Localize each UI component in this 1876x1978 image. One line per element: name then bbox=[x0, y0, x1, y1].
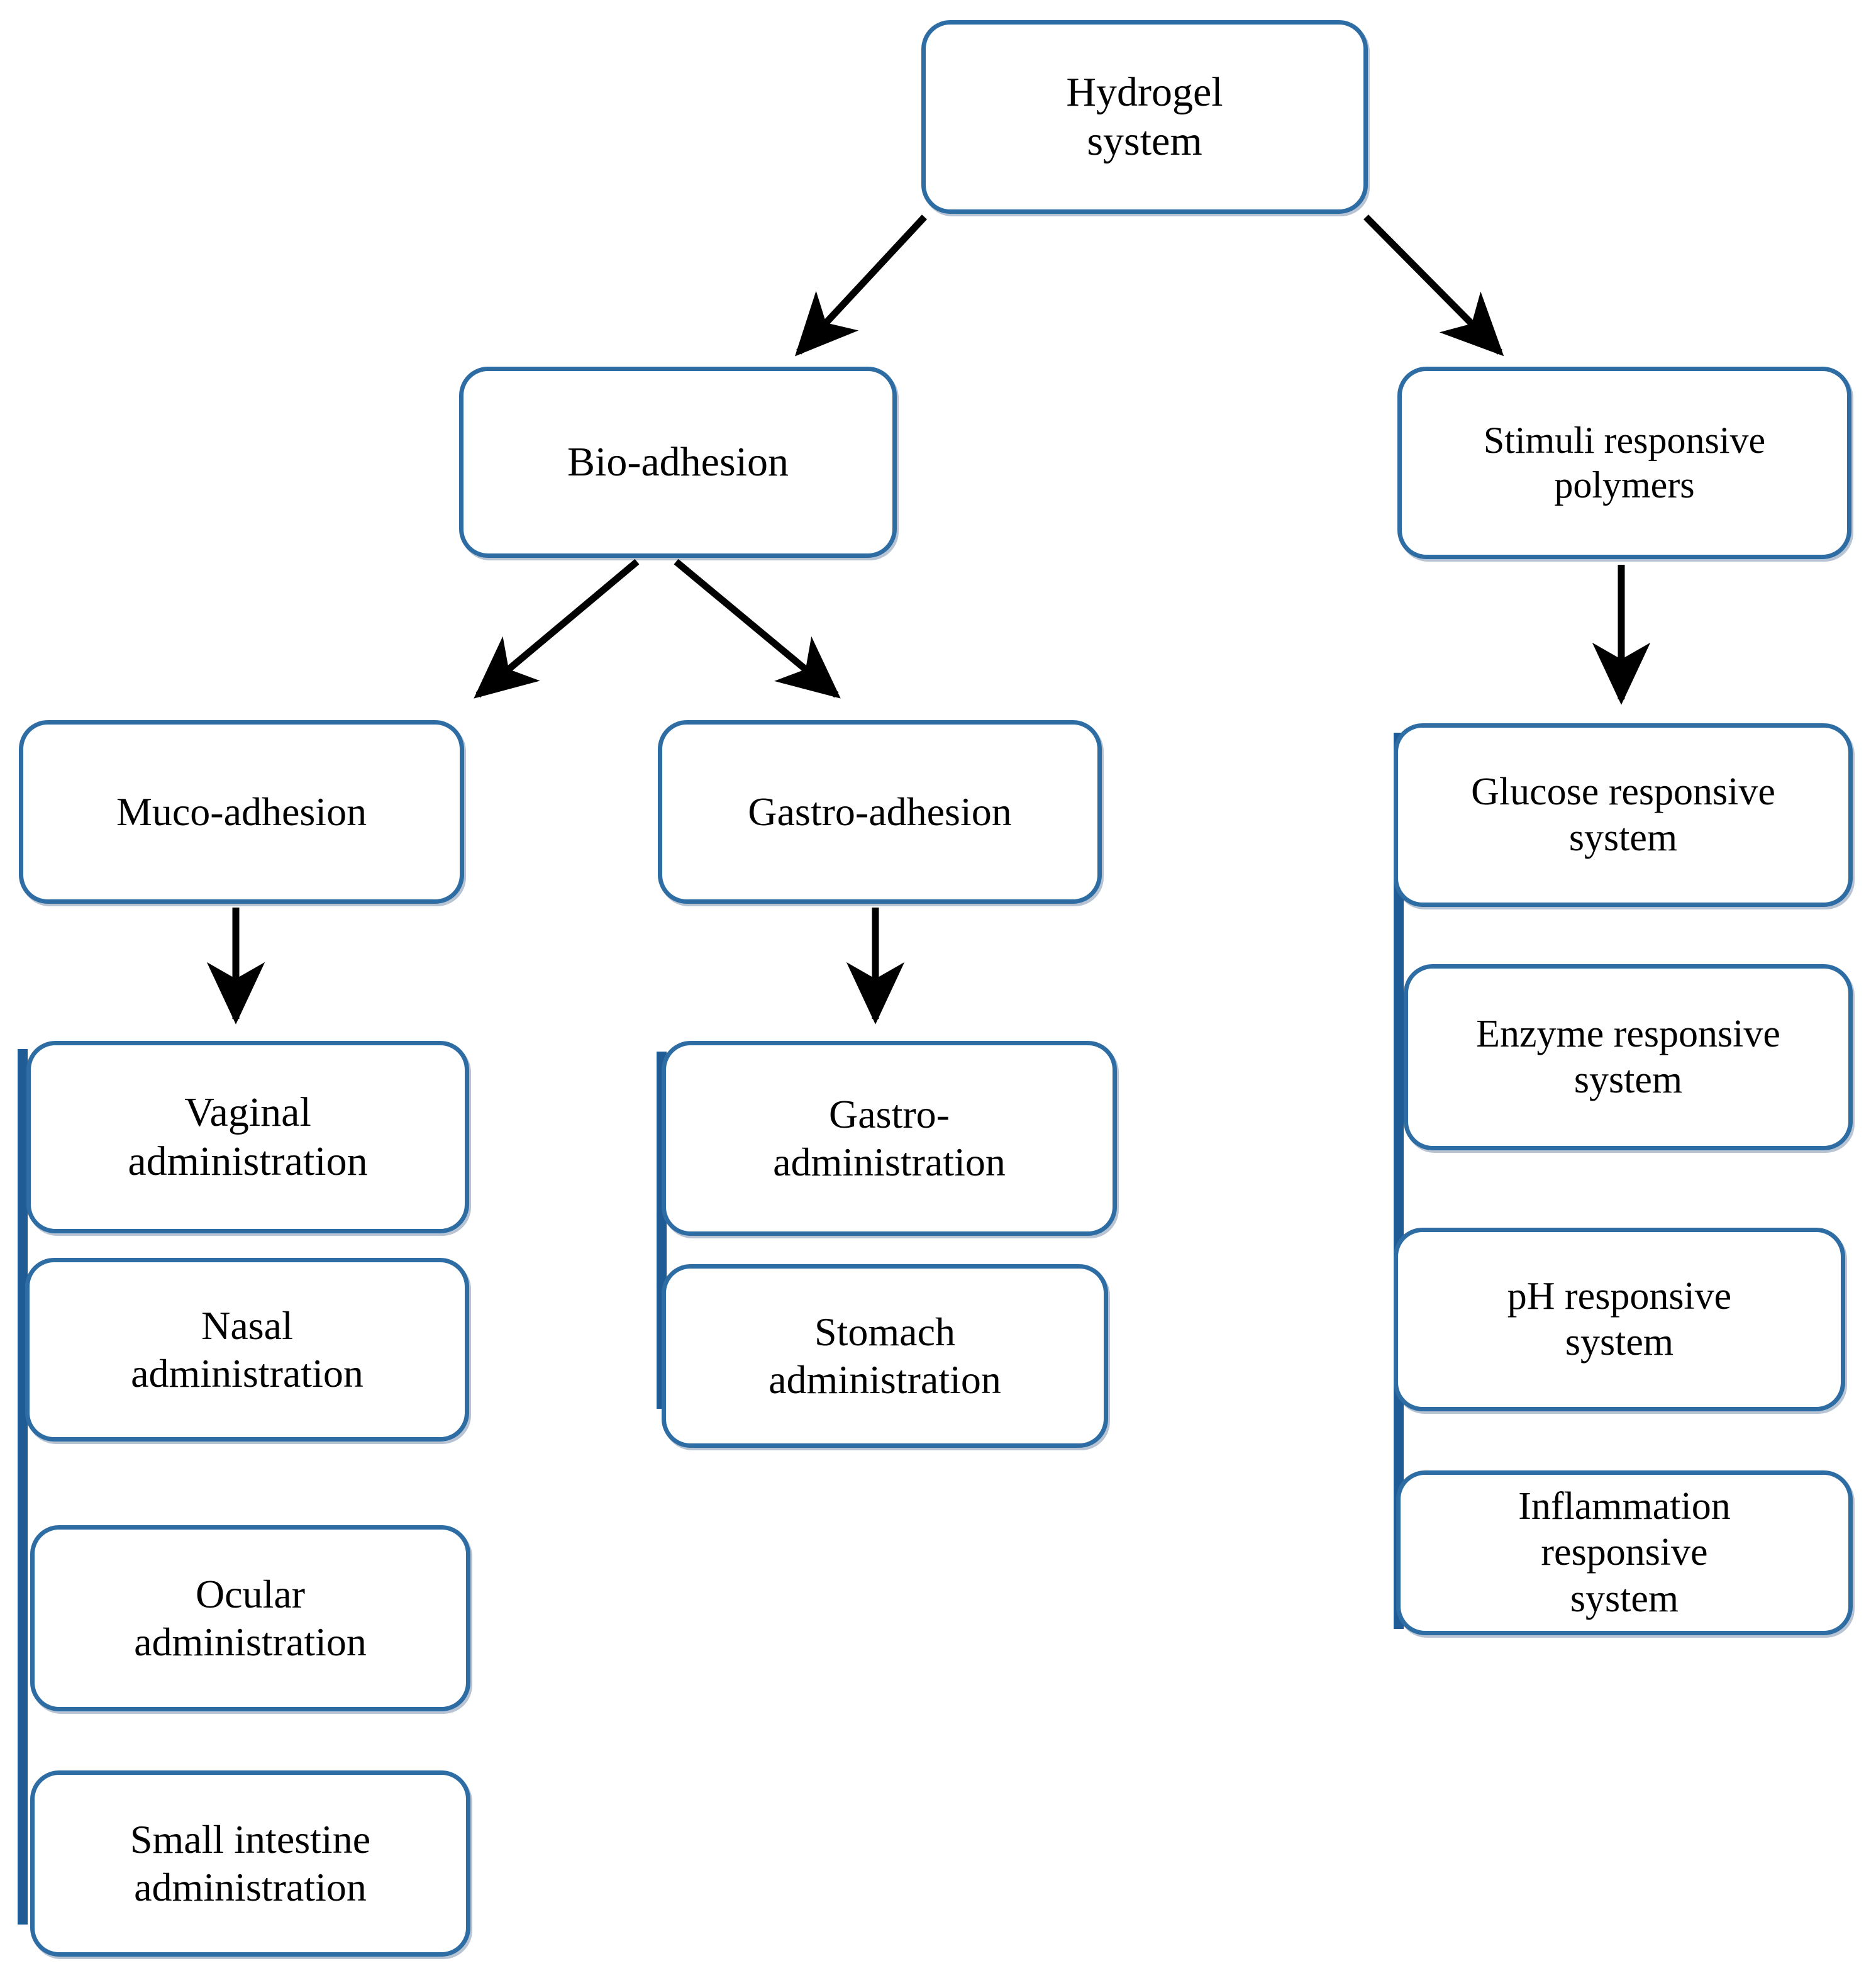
node-ocular-administration[interactable]: Ocular administration bbox=[30, 1525, 470, 1711]
node-ph-responsive-system-label: pH responsive system bbox=[1507, 1274, 1732, 1364]
edge-bioadhesion-to-gastro bbox=[674, 558, 841, 699]
node-muco-adhesion-label: Muco-adhesion bbox=[116, 789, 367, 835]
node-stimuli-responsive-polymers[interactable]: Stimuli responsive polymers bbox=[1397, 367, 1851, 559]
edge-root-to-bioadhesion bbox=[795, 214, 928, 357]
node-small-intestine-administration-label: Small intestine administration bbox=[130, 1817, 371, 1909]
node-bio-adhesion-label: Bio-adhesion bbox=[567, 439, 789, 486]
node-nasal-administration-label: Nasal administration bbox=[131, 1303, 364, 1396]
node-hydrogel-system[interactable]: Hydrogel system bbox=[921, 20, 1368, 214]
node-enzyme-responsive-system-label: Enzyme responsive system bbox=[1476, 1012, 1780, 1101]
edge-bioadhesion-to-muco bbox=[474, 558, 640, 699]
node-gastro-administration-label: Gastro- administration bbox=[773, 1092, 1006, 1184]
node-glucose-responsive-system[interactable]: Glucose responsive system bbox=[1394, 723, 1853, 907]
node-nasal-administration[interactable]: Nasal administration bbox=[25, 1258, 469, 1442]
node-inflammation-responsive-system[interactable]: Inflammation responsive system bbox=[1396, 1470, 1853, 1635]
node-ph-responsive-system[interactable]: pH responsive system bbox=[1394, 1228, 1845, 1411]
node-gastro-adhesion-label: Gastro-adhesion bbox=[748, 789, 1012, 835]
node-enzyme-responsive-system[interactable]: Enzyme responsive system bbox=[1404, 964, 1853, 1150]
node-gastro-adhesion[interactable]: Gastro-adhesion bbox=[658, 720, 1102, 904]
node-glucose-responsive-system-label: Glucose responsive system bbox=[1471, 770, 1775, 859]
node-vaginal-administration-label: Vaginal administration bbox=[128, 1089, 368, 1184]
node-gastro-administration[interactable]: Gastro- administration bbox=[662, 1041, 1117, 1236]
node-stomach-administration[interactable]: Stomach administration bbox=[662, 1264, 1108, 1448]
node-muco-adhesion[interactable]: Muco-adhesion bbox=[19, 720, 464, 904]
edge-root-to-stimuli bbox=[1363, 214, 1504, 357]
node-vaginal-administration[interactable]: Vaginal administration bbox=[26, 1041, 469, 1233]
node-bio-adhesion[interactable]: Bio-adhesion bbox=[459, 367, 897, 558]
node-stomach-administration-label: Stomach administration bbox=[769, 1309, 1001, 1402]
node-inflammation-responsive-system-label: Inflammation responsive system bbox=[1518, 1485, 1731, 1620]
node-hydrogel-system-label: Hydrogel system bbox=[1066, 69, 1223, 164]
node-stimuli-responsive-polymers-label: Stimuli responsive polymers bbox=[1483, 419, 1766, 506]
node-small-intestine-administration[interactable]: Small intestine administration bbox=[30, 1770, 470, 1957]
node-ocular-administration-label: Ocular administration bbox=[134, 1572, 367, 1664]
